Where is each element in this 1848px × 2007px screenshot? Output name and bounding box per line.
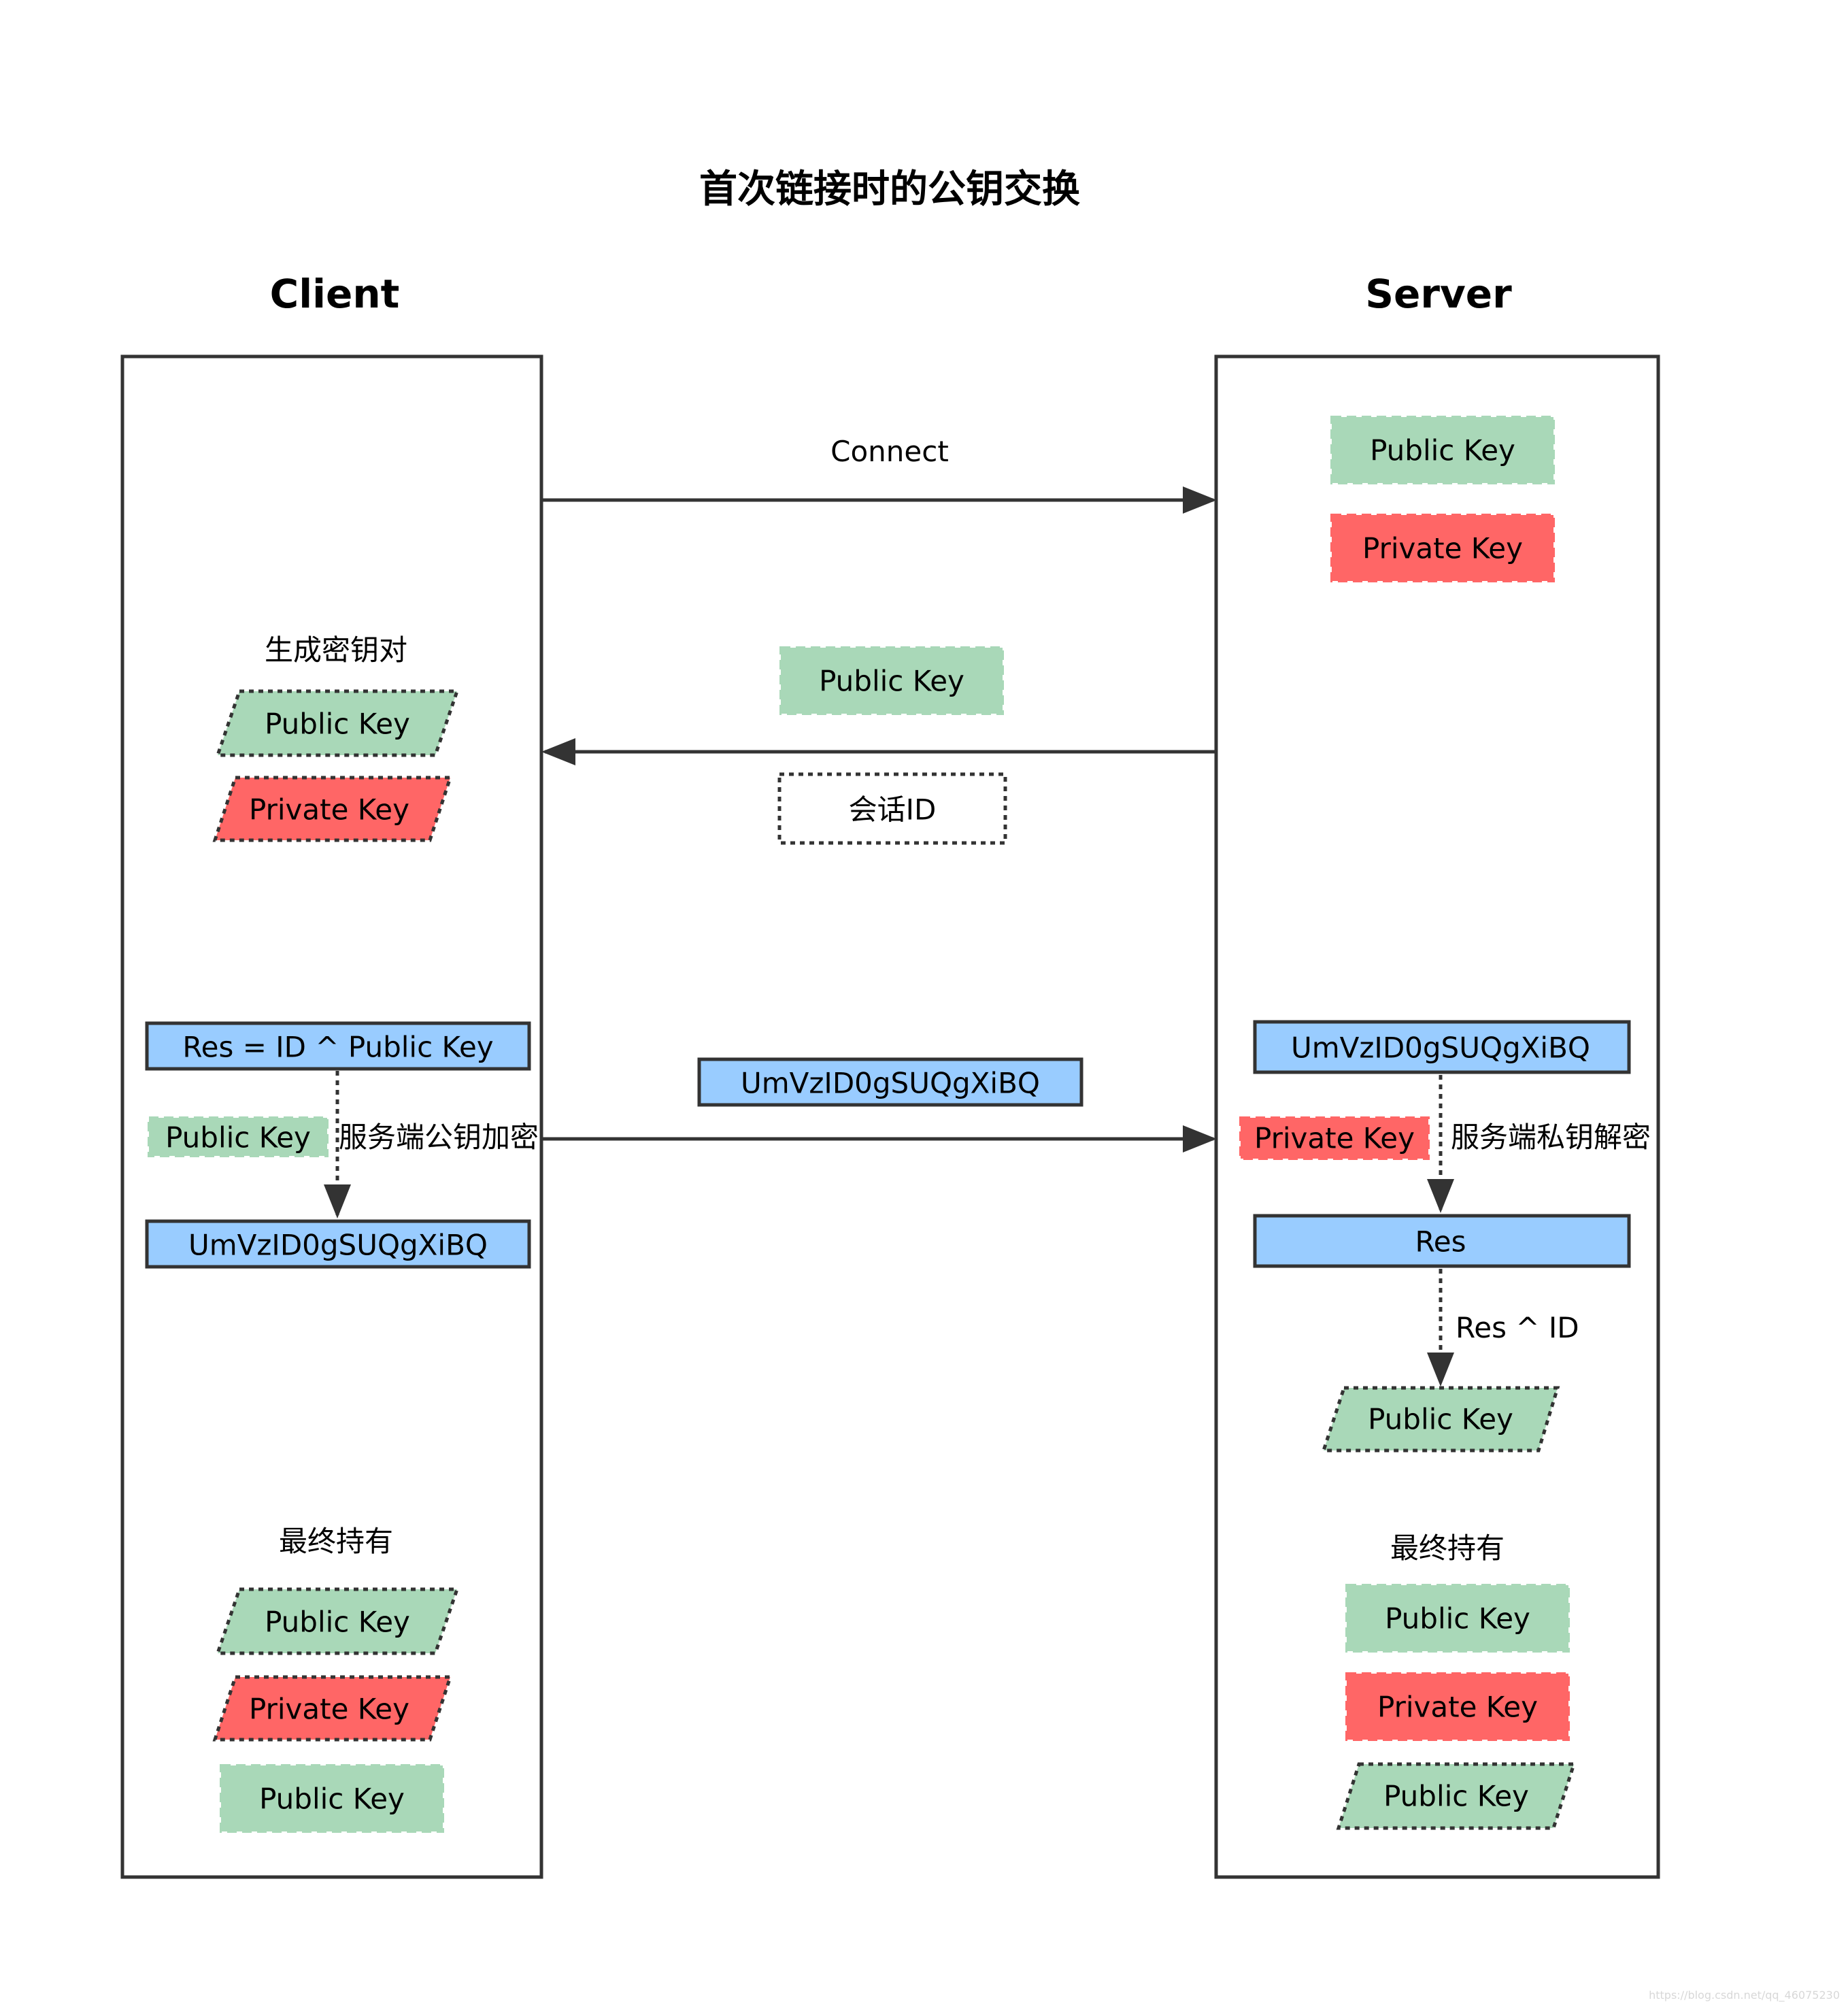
server-ciphertext-label: UmVzID0gSUQgXiBQ (1291, 1031, 1590, 1065)
client-generated-private-key-label: Private Key (249, 793, 409, 827)
client-ciphertext-label: UmVzID0gSUQgXiBQ (188, 1229, 488, 1262)
server-heading: Server (1365, 271, 1512, 317)
server-decrypt-private-key: Private Key (1239, 1116, 1430, 1160)
client-generated-private-key: Private Key (212, 776, 453, 842)
session-id-label: 会话ID (849, 793, 937, 827)
server-res-box: Res (1253, 1214, 1631, 1268)
transfer-ciphertext-label: UmVzID0gSUQgXiBQ (741, 1067, 1040, 1100)
client-ciphertext-box: UmVzID0gSUQgXiBQ (145, 1219, 531, 1269)
client-generated-public-key-label: Public Key (265, 708, 410, 741)
server-decrypt-private-key-label: Private Key (1254, 1122, 1415, 1155)
server-private-key: Private Key (1330, 514, 1555, 582)
server-final-holdings-label: 最终持有 (1390, 1531, 1505, 1565)
client-lane (120, 354, 543, 1879)
transfer-public-key-label: Public Key (819, 665, 964, 698)
client-final-public-key-1-label: Public Key (265, 1606, 410, 1639)
client-generated-public-key: Public Key (215, 689, 460, 757)
server-private-key-label: Private Key (1362, 532, 1523, 565)
client-final-public-key-2: Public Key (220, 1764, 444, 1833)
res-xor-id-label: Res ^ ID (1456, 1311, 1579, 1344)
server-final-private-key-label: Private Key (1377, 1691, 1538, 1724)
client-heading: Client (270, 271, 400, 317)
server-final-public-key-2-label: Public Key (1383, 1780, 1529, 1813)
server-ciphertext-box: UmVzID0gSUQgXiBQ (1253, 1020, 1631, 1074)
generate-keypair-label: 生成密钥对 (265, 633, 407, 667)
server-public-key: Public Key (1330, 416, 1555, 484)
client-final-public-key-2-label: Public Key (259, 1782, 405, 1816)
client-final-holdings-label: 最终持有 (279, 1525, 393, 1558)
transfer-public-key: Public Key (779, 646, 1004, 715)
server-pubkey-encrypt-label: 服务端公钥加密 (339, 1121, 539, 1154)
client-encrypt-public-key-label: Public Key (165, 1121, 311, 1155)
res-formula-box: Res = ID ^ Public Key (145, 1021, 531, 1071)
server-res-label: Res (1415, 1225, 1466, 1259)
client-final-private-key-label: Private Key (249, 1693, 409, 1726)
server-privkey-decrypt-label: 服务端私钥解密 (1451, 1121, 1651, 1154)
transfer-ciphertext-box: UmVzID0gSUQgXiBQ (697, 1057, 1083, 1107)
server-public-key-label: Public Key (1370, 434, 1515, 467)
server-final-private-key: Private Key (1345, 1672, 1570, 1741)
server-lane (1214, 354, 1660, 1879)
server-derived-public-key: Public Key (1321, 1386, 1560, 1453)
server-final-public-key-1-label: Public Key (1385, 1602, 1530, 1636)
connect-label: Connect (830, 435, 949, 468)
client-final-public-key-1: Public Key (215, 1587, 460, 1655)
server-final-public-key-2: Public Key (1336, 1762, 1577, 1830)
res-formula-label: Res = ID ^ Public Key (182, 1031, 493, 1064)
client-final-private-key: Private Key (212, 1675, 453, 1742)
server-final-public-key-1: Public Key (1345, 1584, 1570, 1653)
watermark: https://blog.csdn.net/qq_46075230 (1649, 1989, 1840, 2002)
diagram-title: 首次链接时的公钥交换 (699, 167, 1080, 212)
session-id-box: 会话ID (777, 772, 1007, 845)
client-encrypt-public-key: Public Key (148, 1116, 329, 1157)
server-derived-public-key-label: Public Key (1368, 1403, 1513, 1436)
